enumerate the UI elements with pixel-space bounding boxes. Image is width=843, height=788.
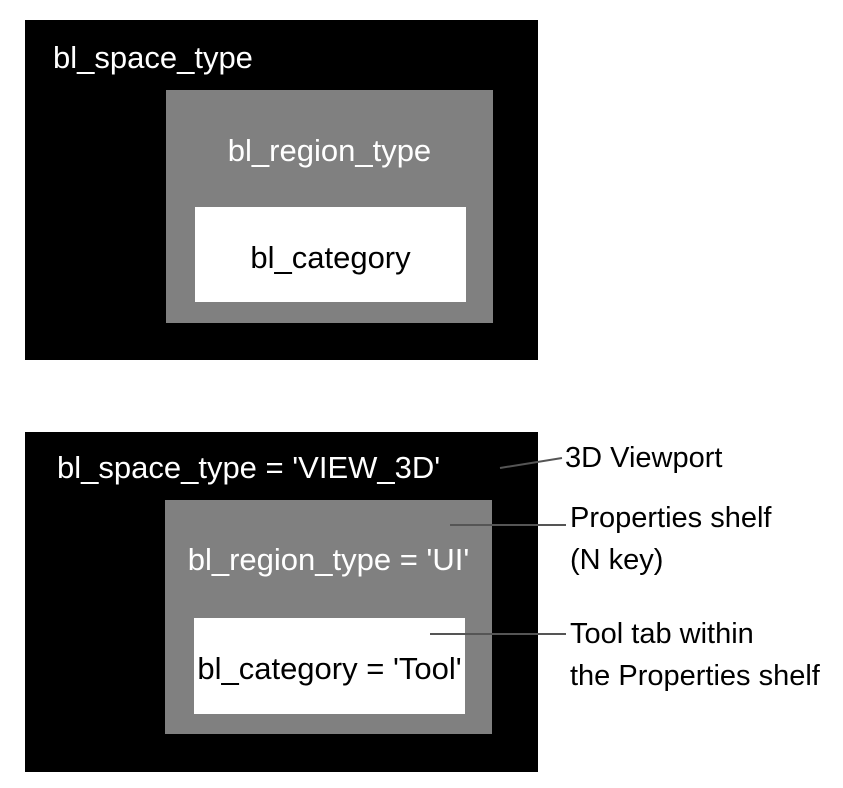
tool-callout-line1: Tool tab within [570,618,754,650]
properties-callout: Properties shelf (N key) [570,497,772,581]
properties-callout-line1: Properties shelf [570,502,772,534]
region-label-bottom: bl_region_type = 'UI' [187,542,470,577]
category-box-top [195,207,466,302]
region-label-top: bl_region_type [227,133,432,168]
category-label-top: bl_category [250,240,411,275]
viewport-leader-line [499,457,563,469]
category-box-bottom [194,618,465,714]
tool-callout: Tool tab within the Properties shelf [570,613,820,697]
properties-callout-line2: (N key) [570,544,664,576]
category-label-bottom: bl_category = 'Tool' [197,651,462,686]
viewport-callout: 3D Viewport [565,442,723,474]
tool-callout-line2: the Properties shelf [570,660,820,692]
space-label-top: bl_space_type [53,40,253,75]
space-label-bottom: bl_space_type = 'VIEW_3D' [57,450,441,485]
